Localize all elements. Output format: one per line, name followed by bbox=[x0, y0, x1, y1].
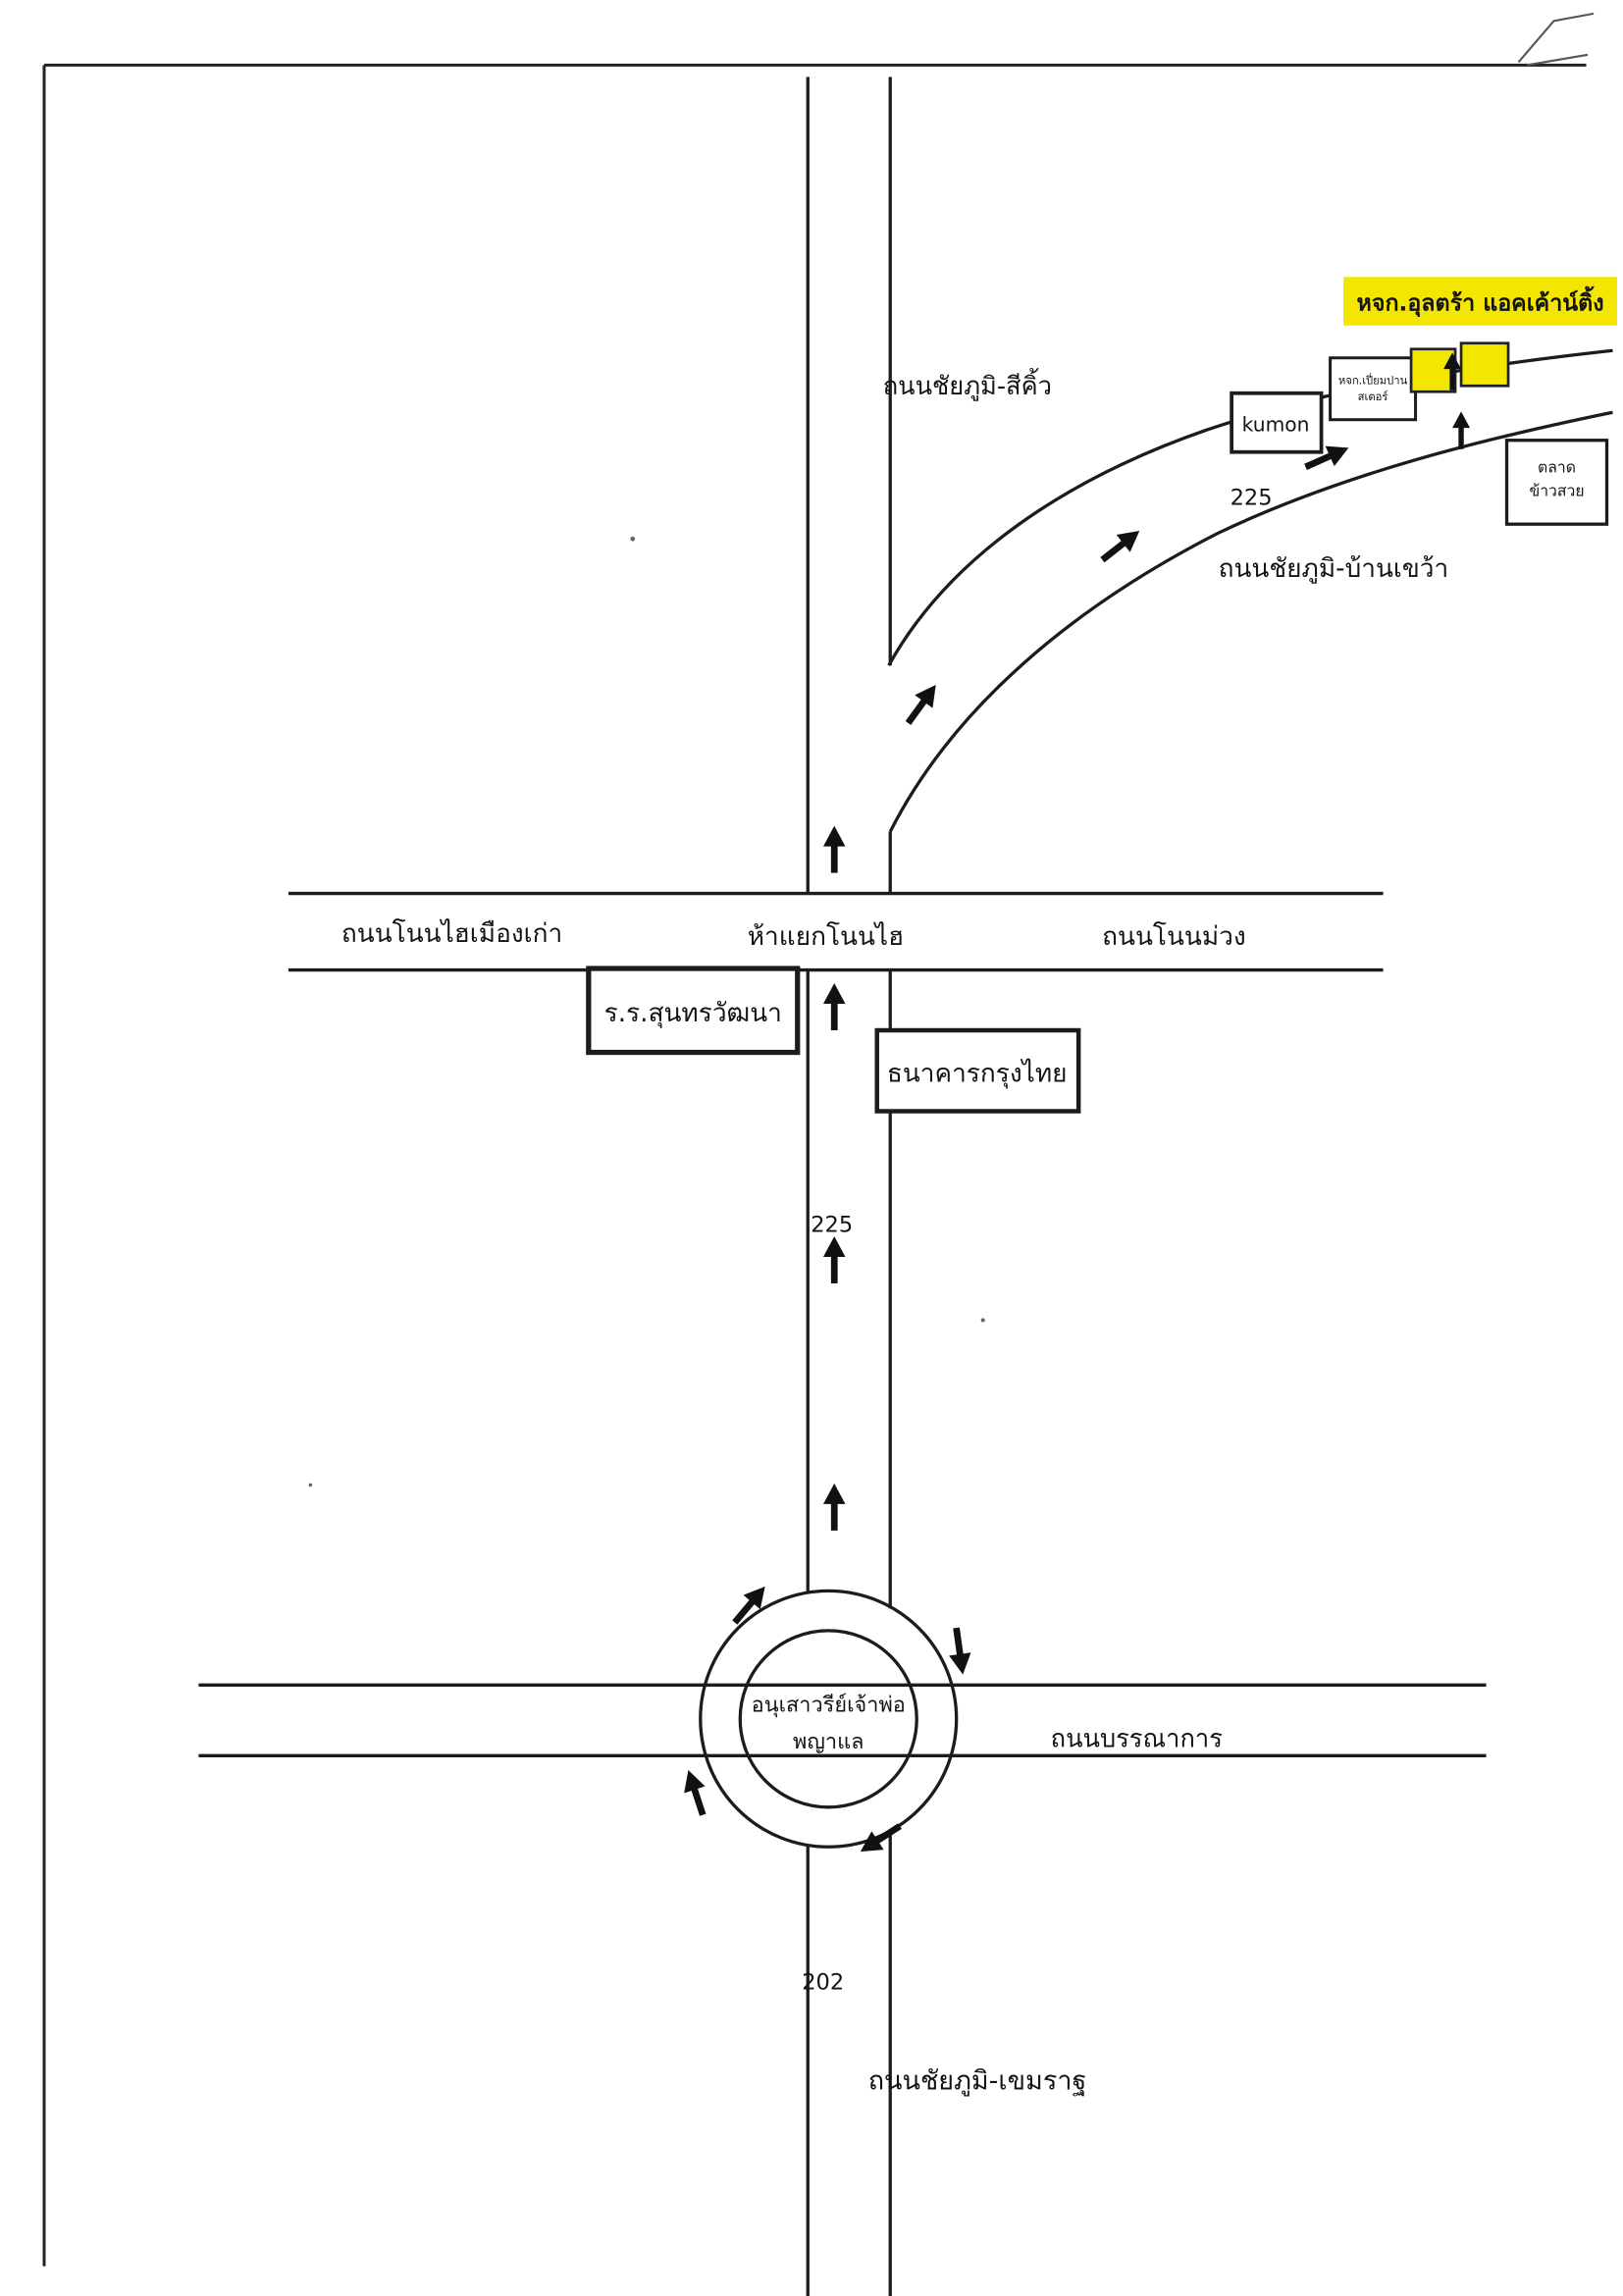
monument-label-line1: อนุเสาวรีย์เจ้าพ่อ bbox=[752, 1693, 906, 1717]
ultra-building-2 bbox=[1459, 341, 1510, 388]
road-ne-curve-lower bbox=[888, 410, 1613, 833]
arrow-curve-2 bbox=[1096, 522, 1147, 568]
route-225-curve-label: 225 bbox=[1230, 486, 1273, 511]
scan-speck bbox=[308, 1483, 313, 1487]
route-225-south-label: 225 bbox=[811, 1212, 853, 1237]
ultra-accounting-label: หจก.อุลตร้า แอคเค้าน์ติ้ง bbox=[1357, 286, 1604, 318]
arrow-ultra-2 bbox=[1452, 411, 1470, 448]
roundabout-outer-circle bbox=[699, 1589, 959, 1849]
arrow-roundabout-right bbox=[945, 1627, 973, 1677]
corner-doodle bbox=[1517, 12, 1595, 67]
arrow-curve-1 bbox=[899, 678, 944, 729]
road-south-label: ถนนชัยภูมิ-เขมราฐ bbox=[868, 2066, 1087, 2097]
market-label-line2: ข้าวสวย bbox=[1529, 482, 1584, 500]
shop-label-line2: สเตอร์ bbox=[1358, 391, 1388, 403]
roundabout-inner-circle bbox=[738, 1629, 918, 1809]
arrow-up-main-1 bbox=[823, 826, 845, 873]
kumon-building bbox=[1230, 391, 1324, 454]
school-building bbox=[586, 965, 801, 1056]
road-east-label: ถนนโนนม่วง bbox=[1102, 921, 1246, 952]
arrow-up-main-2 bbox=[823, 983, 845, 1030]
road-northeast-label: ถนนชัยภูมิ-บ้านเขว้า bbox=[1219, 554, 1449, 584]
market-label-line1: ตลาด bbox=[1538, 458, 1576, 477]
ultra-highlight-label-bg bbox=[1343, 277, 1618, 326]
scan-speck bbox=[980, 1318, 985, 1323]
road-north-label: ถนนชัยภูมิ-สีคิ้ว bbox=[883, 368, 1052, 401]
road-ring-east-label: ถนนบรรณาการ bbox=[1051, 1724, 1223, 1753]
monument-label-line2: พญาแล bbox=[793, 1730, 864, 1754]
arrow-up-main-4 bbox=[823, 1484, 845, 1531]
arrow-up-main-3 bbox=[823, 1236, 845, 1283]
school-label: ร.ร.สุนทรวัฒนา bbox=[604, 999, 782, 1028]
junction-label: ห้าแยกโนนไฮ bbox=[748, 921, 904, 952]
scan-speck bbox=[630, 536, 636, 542]
market-building bbox=[1504, 439, 1609, 526]
bank-label: ธนาคารกรุงไทย bbox=[887, 1059, 1068, 1089]
arrow-roundabout-left bbox=[678, 1767, 713, 1819]
ultra-building-1 bbox=[1409, 347, 1457, 393]
route-202-label: 202 bbox=[802, 1970, 844, 1996]
shop-building bbox=[1329, 356, 1418, 422]
arrow-roundabout-topleft bbox=[726, 1580, 773, 1630]
arrow-roundabout-bottom bbox=[855, 1817, 906, 1861]
road-west-label: ถนนโนนไฮเมืองเก่า bbox=[341, 918, 562, 949]
bank-building bbox=[874, 1027, 1081, 1114]
kumon-label: kumon bbox=[1242, 413, 1310, 437]
shop-label-line1: หจก.เปี่ยมปาน bbox=[1338, 373, 1408, 388]
